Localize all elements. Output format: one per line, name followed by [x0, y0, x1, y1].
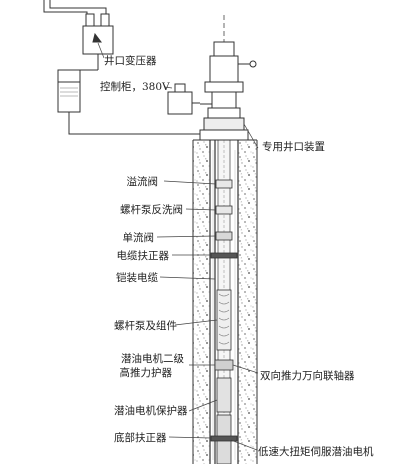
- control-cabinet: [57, 69, 200, 135]
- bottom-centralizer: [210, 435, 238, 442]
- casing-annulus: [212, 150, 236, 460]
- label-screw-pump: 螺杆泵及组件: [114, 320, 177, 332]
- label-overflow-valve: 溢流阀: [126, 176, 159, 188]
- label-motor-protector: 潜油电机保护器: [114, 405, 188, 417]
- transformer: [43, 0, 114, 70]
- leader-lines: [97, 42, 259, 451]
- label-cable-centralizer: 电缆扶正器: [116, 250, 170, 262]
- label-bottom-centralizer: 底部扶正器: [114, 432, 167, 444]
- cable-centralizer: [210, 252, 238, 259]
- backwash-valve: [215, 205, 233, 215]
- coupling: [214, 359, 234, 371]
- label-backwash-valve: 螺杆泵反洗阀: [120, 204, 183, 216]
- label-servo-motor: 低速大扭矩伺服潜油电机: [258, 446, 374, 458]
- label-armored-cable: 铠装电缆: [116, 272, 158, 284]
- label-high-thrust-protector: 高推力护器: [119, 367, 173, 379]
- transformer-label: 井口变压器: [104, 55, 157, 67]
- formation-right: [238, 140, 257, 464]
- label-universal-coupling: 双向推力万向联轴器: [260, 370, 355, 382]
- wellhead: [199, 15, 257, 141]
- label-motor-secondary: 潜油电机二级: [121, 353, 184, 365]
- gauge-box: [167, 83, 200, 115]
- motor-protector: [216, 377, 232, 413]
- formation-left: [193, 140, 210, 464]
- overflow-valve: [215, 179, 233, 189]
- wellhead-label: 专用井口装置: [262, 141, 325, 153]
- check-valve: [215, 231, 233, 241]
- control-cabinet-label: 控制柜，380V: [100, 81, 170, 93]
- label-check-valve: 单流阀: [122, 232, 155, 244]
